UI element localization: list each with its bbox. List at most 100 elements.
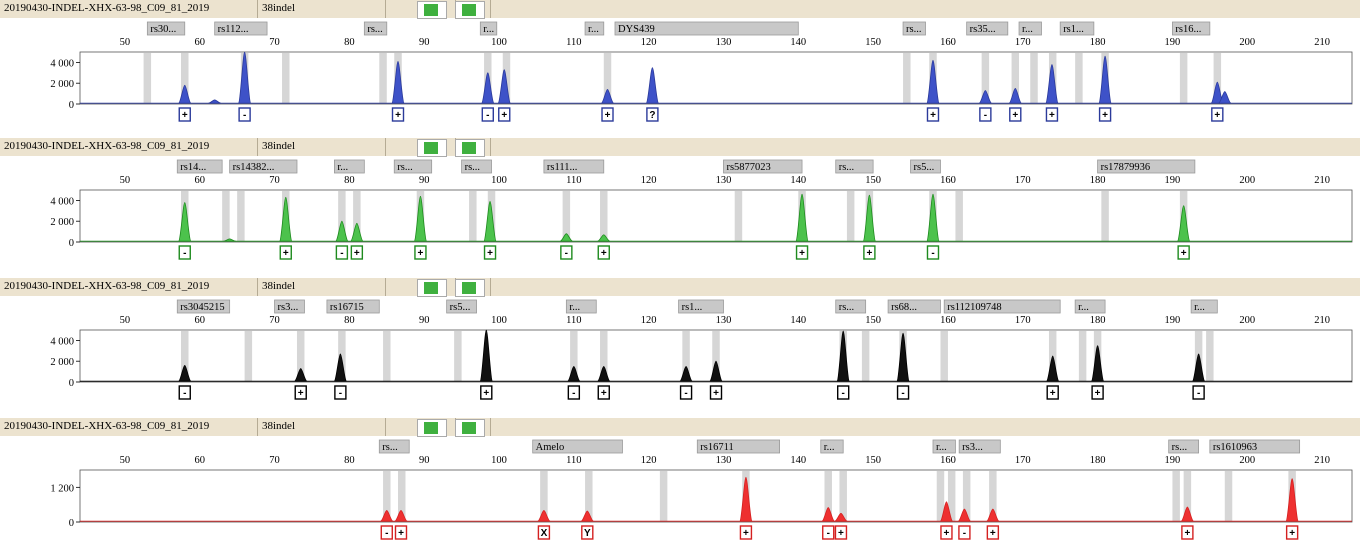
peak[interactable]: [709, 360, 723, 382]
allele-call[interactable]: +: [279, 245, 292, 260]
peak[interactable]: [1218, 91, 1232, 104]
allele-call[interactable]: -: [837, 385, 850, 400]
allele-call[interactable]: -: [178, 245, 191, 260]
peak[interactable]: [394, 510, 408, 522]
peak[interactable]: [1046, 355, 1060, 382]
marker-label[interactable]: rs...: [393, 159, 433, 174]
allele-call[interactable]: X: [537, 525, 551, 540]
allele-call[interactable]: +: [863, 245, 876, 260]
marker-label[interactable]: rs68...: [887, 299, 941, 314]
marker-label[interactable]: rs...: [461, 159, 492, 174]
marker-label[interactable]: rs3...: [274, 299, 305, 314]
allele-call[interactable]: -: [896, 385, 910, 400]
allele-call[interactable]: +: [1285, 525, 1299, 540]
marker-label[interactable]: r...: [1190, 299, 1218, 314]
allele-call[interactable]: +: [1181, 525, 1194, 540]
marker-label[interactable]: rs16711: [696, 439, 781, 454]
peak[interactable]: [335, 220, 349, 242]
dye-color-toggle[interactable]: [417, 419, 447, 437]
allele-call[interactable]: -: [567, 385, 581, 400]
peak[interactable]: [178, 364, 192, 382]
marker-label[interactable]: r...: [479, 21, 498, 36]
marker-label[interactable]: rs30...: [146, 21, 186, 36]
peak[interactable]: [1091, 345, 1105, 382]
allele-call[interactable]: +: [294, 385, 307, 400]
size-standard-toggle[interactable]: [455, 139, 485, 157]
allele-call[interactable]: +: [1211, 107, 1224, 122]
peak[interactable]: [939, 501, 954, 522]
peak[interactable]: [350, 222, 364, 242]
allele-call[interactable]: +: [1045, 107, 1059, 122]
peak[interactable]: [739, 476, 753, 522]
marker-label[interactable]: rs14382...: [229, 159, 298, 174]
peak[interactable]: [483, 201, 497, 242]
marker-label[interactable]: rs...: [378, 439, 410, 454]
allele-call[interactable]: -: [335, 245, 349, 260]
peak[interactable]: [1285, 478, 1299, 522]
allele-call[interactable]: +: [414, 245, 427, 260]
marker-label[interactable]: rs16...: [1172, 21, 1211, 36]
allele-call[interactable]: +: [601, 107, 614, 122]
allele-call[interactable]: +: [1177, 245, 1190, 260]
allele-call[interactable]: +: [739, 525, 753, 540]
marker-label[interactable]: rs...: [902, 21, 926, 36]
allele-call[interactable]: +: [480, 385, 493, 400]
allele-call[interactable]: +: [350, 245, 364, 260]
peak[interactable]: [413, 195, 428, 242]
dye-color-toggle[interactable]: [417, 1, 447, 19]
peak[interactable]: [978, 90, 992, 104]
peak[interactable]: [957, 508, 971, 522]
marker-label[interactable]: rs112...: [214, 21, 268, 36]
allele-call[interactable]: +: [483, 245, 497, 260]
peak[interactable]: [645, 67, 659, 104]
marker-label[interactable]: rs1...: [678, 299, 724, 314]
allele-call[interactable]: -: [334, 385, 347, 400]
allele-call[interactable]: +: [795, 245, 809, 260]
peak[interactable]: [679, 365, 693, 382]
peak[interactable]: [986, 508, 1000, 522]
peak[interactable]: [862, 194, 876, 242]
peak[interactable]: [1008, 87, 1022, 104]
marker-label[interactable]: r...: [584, 21, 605, 36]
marker-label[interactable]: rs...: [835, 159, 874, 174]
peak[interactable]: [1180, 506, 1194, 522]
size-standard-toggle[interactable]: [455, 279, 485, 297]
allele-call[interactable]: -: [1192, 385, 1205, 400]
allele-call[interactable]: -: [481, 107, 494, 122]
peak[interactable]: [597, 234, 611, 242]
peak[interactable]: [926, 193, 940, 242]
peak[interactable]: [279, 196, 293, 242]
marker-label[interactable]: rs1...: [1059, 21, 1095, 36]
allele-call[interactable]: -: [926, 245, 940, 260]
peak[interactable]: [1045, 64, 1059, 104]
marker-label[interactable]: rs3045215: [176, 299, 231, 314]
allele-call[interactable]: -: [679, 385, 693, 400]
allele-call[interactable]: +: [834, 525, 848, 540]
peak[interactable]: [238, 51, 252, 104]
marker-label[interactable]: rs112109748: [943, 299, 1061, 314]
peak[interactable]: [178, 84, 192, 104]
allele-call[interactable]: +: [1046, 385, 1059, 400]
peak[interactable]: [481, 72, 495, 104]
marker-label[interactable]: rs14...: [176, 159, 223, 174]
allele-call[interactable]: -: [958, 525, 971, 540]
marker-label[interactable]: DYS439: [614, 21, 799, 36]
peak[interactable]: [380, 510, 394, 522]
marker-label[interactable]: rs111...: [543, 159, 605, 174]
peak[interactable]: [391, 60, 405, 104]
peak[interactable]: [537, 510, 551, 522]
allele-call[interactable]: -: [822, 525, 835, 540]
allele-call[interactable]: +: [391, 107, 405, 122]
marker-label[interactable]: rs...: [1168, 439, 1200, 454]
peak[interactable]: [178, 202, 192, 242]
peak[interactable]: [926, 59, 940, 104]
allele-call[interactable]: -: [560, 245, 573, 260]
allele-call[interactable]: ?: [646, 107, 659, 122]
peak[interactable]: [600, 89, 615, 104]
marker-label[interactable]: r...: [1074, 299, 1106, 314]
trace-chart[interactable]: rs14...rs14382...r...rs...rs...rs111...r…: [0, 138, 1360, 278]
allele-call[interactable]: +: [986, 525, 1000, 540]
